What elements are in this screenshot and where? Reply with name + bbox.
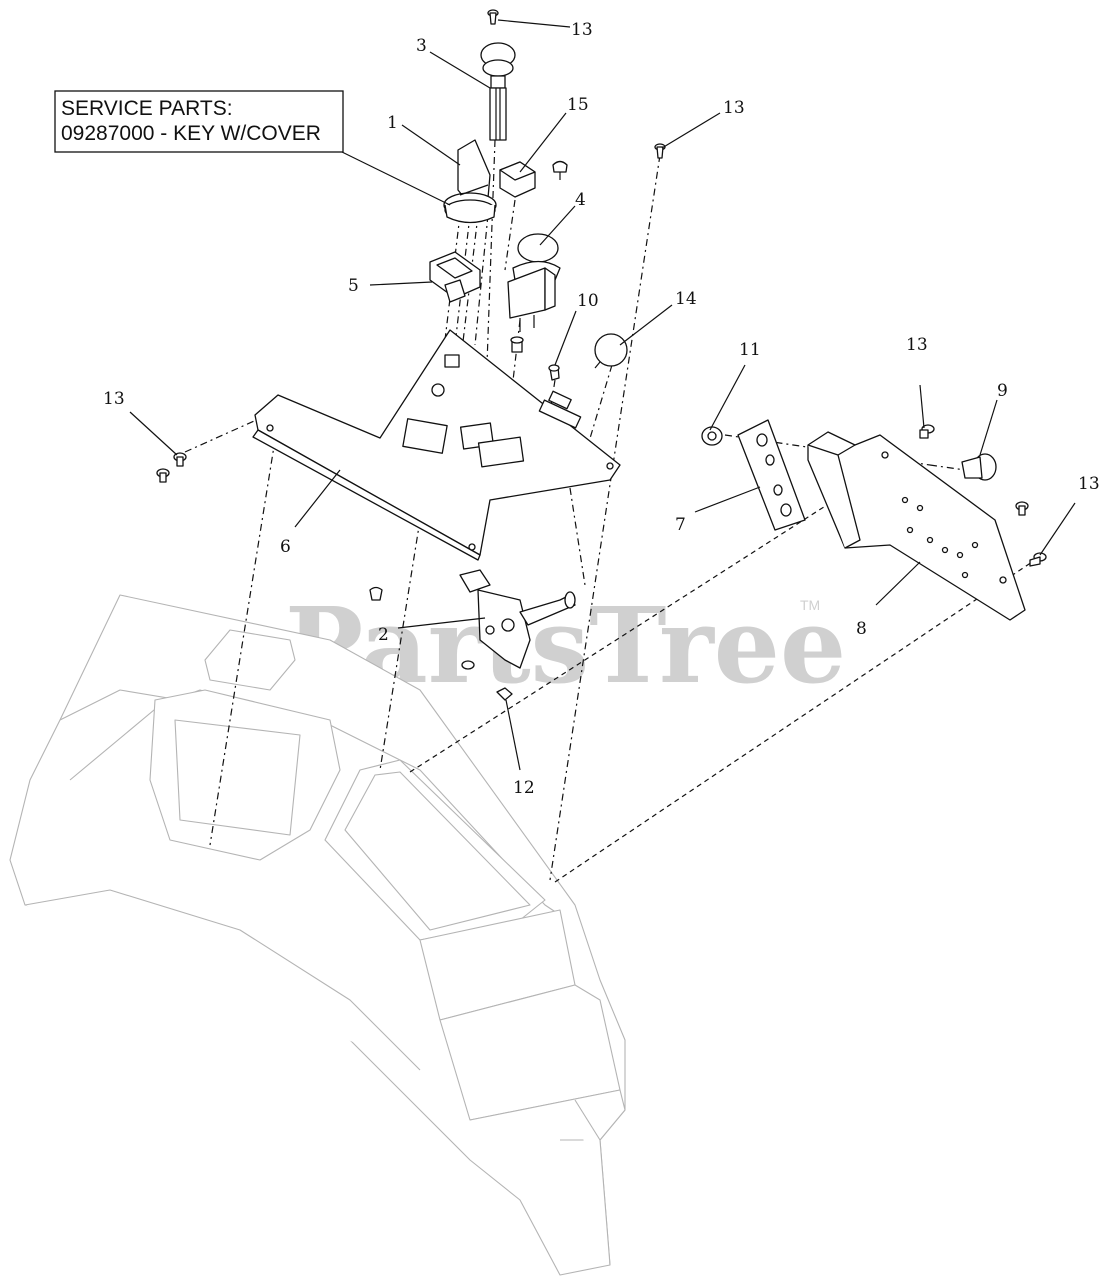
callout-11: 11 [739,340,761,360]
callout-13-far-right: 13 [1078,474,1100,494]
callout-12: 12 [513,778,535,798]
callout-8: 8 [856,619,867,639]
part-7-bracket [737,419,806,531]
part-10-screw [548,364,560,381]
part-1-key-switch [443,139,497,224]
part-11-bushing [701,426,723,446]
part-2-bracket [369,569,576,701]
part-15-switch [499,160,568,198]
callout-10: 10 [577,291,599,311]
part-6-mounting-plate [252,329,621,561]
callout-13-left: 13 [103,389,125,409]
callout-13-upper-right: 13 [723,98,745,118]
service-parts-key-cover: 09287000 - KEY W/COVER [61,122,321,145]
callout-3: 3 [416,36,427,56]
callout-15: 15 [567,95,589,115]
part-8-plate [807,431,1026,621]
service-parts-heading: SERVICE PARTS: [61,97,233,120]
callout-13-top: 13 [571,20,593,40]
watermark-trademark: TM [800,597,820,613]
callout-5: 5 [348,276,359,296]
callout-numbers: 13 3 1 15 13 4 5 10 14 13 11 13 9 13 6 2… [103,20,1100,798]
callout-13-right: 13 [906,335,928,355]
small-screw [510,336,524,353]
leader-lines [129,19,1076,771]
service-parts-box: SERVICE PARTS: 09287000 - KEY W/COVER [54,90,344,153]
part-3-key [480,42,516,141]
part-5-indicator [429,251,481,303]
part-9-plug [961,453,997,481]
callout-1: 1 [387,113,398,133]
callout-14: 14 [675,289,697,309]
callout-6: 6 [280,537,291,557]
part-4-pto-switch [507,233,561,332]
callout-7: 7 [675,515,686,535]
callout-2: 2 [378,625,389,645]
part-14-knob [594,333,628,369]
callout-4: 4 [575,190,586,210]
callout-9: 9 [997,381,1008,401]
part-13-screws [156,9,1047,567]
dash-housing [9,594,626,1276]
